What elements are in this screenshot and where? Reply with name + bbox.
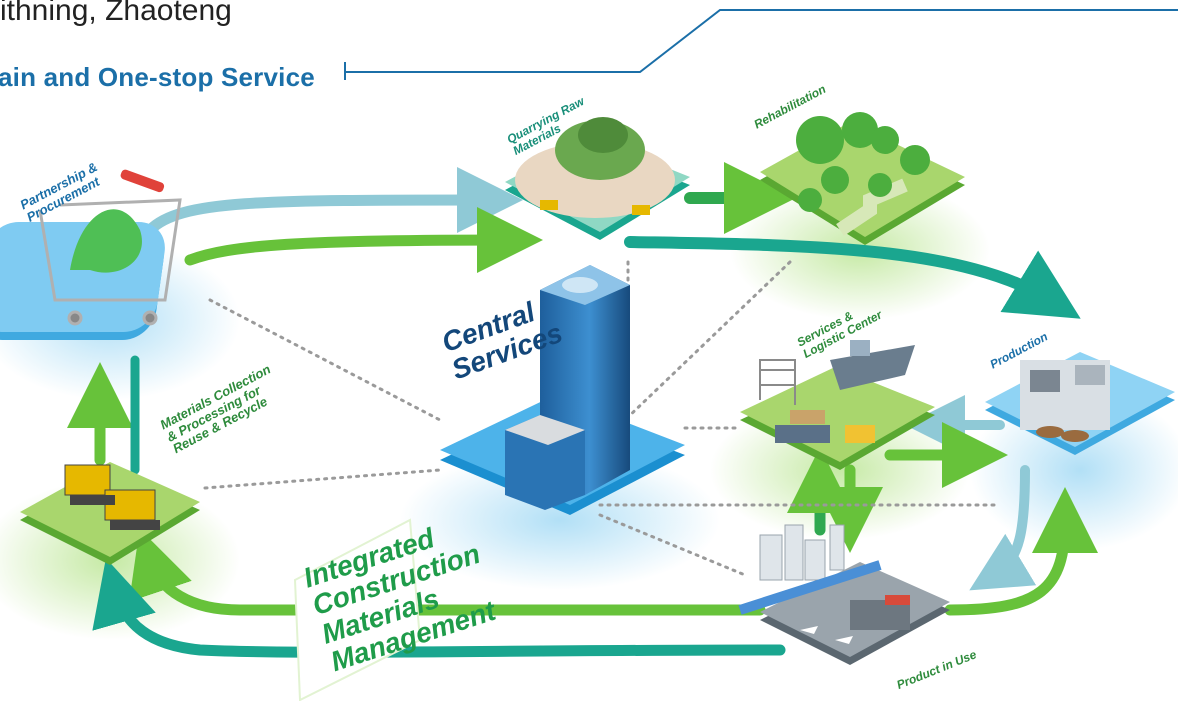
node-product-in-use xyxy=(738,524,950,665)
node-partnership xyxy=(0,169,182,340)
barge-icon xyxy=(775,425,830,443)
tree-icons xyxy=(796,112,930,212)
top-text: ithning, Zhaoteng xyxy=(0,0,232,27)
diagram-subtitle: ain and One-stop Service xyxy=(0,62,315,92)
node-rehabilitation xyxy=(760,112,965,245)
highway-bridge xyxy=(738,560,882,615)
node-quarry xyxy=(505,117,690,240)
node-central xyxy=(440,265,685,515)
header-connector-line xyxy=(344,9,1178,80)
mixer-truck-icon xyxy=(845,425,875,443)
arrow-product-to-production xyxy=(944,487,1098,616)
integrated-banner xyxy=(293,518,422,702)
shopping-cart-icon xyxy=(38,198,182,326)
arrow-product-to-collection-teal xyxy=(92,558,786,658)
arrow-production-to-product xyxy=(969,465,1037,591)
recycle-arrows-icon xyxy=(70,209,142,273)
dump-truck-icon xyxy=(540,200,558,210)
dotted-connectors xyxy=(203,260,1002,577)
arrow-quarry-to-production xyxy=(624,236,1081,319)
airplane-icons xyxy=(800,626,853,644)
city-buildings-icon xyxy=(759,524,845,581)
ship-icon xyxy=(830,345,915,390)
node-services xyxy=(740,340,935,470)
node-collection xyxy=(20,462,200,565)
dump-truck-icon-2 xyxy=(632,205,650,215)
node-production xyxy=(985,352,1175,455)
arrow-partnership-to-quarry-green xyxy=(184,207,543,274)
arrow-partnership-to-quarry xyxy=(144,167,523,236)
crane-icon xyxy=(759,359,796,405)
cart-handle xyxy=(120,169,165,193)
